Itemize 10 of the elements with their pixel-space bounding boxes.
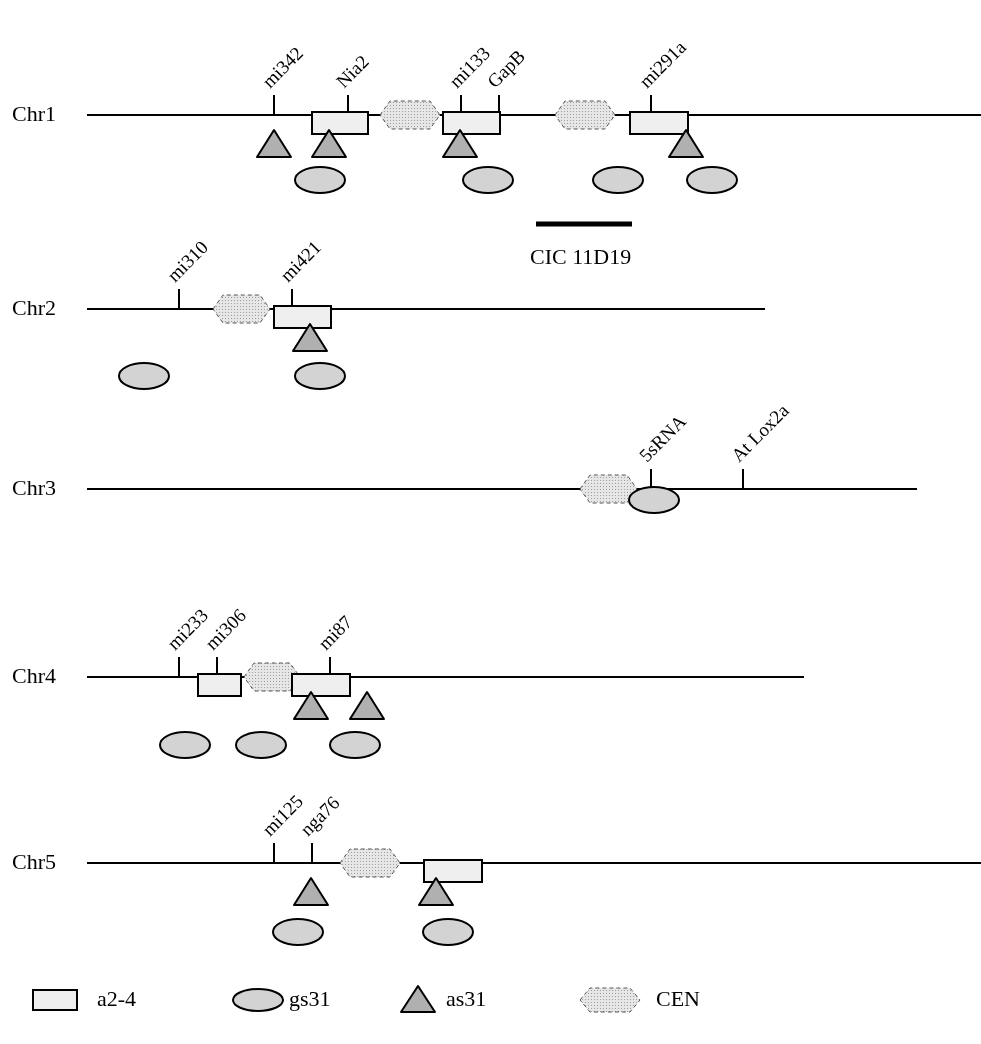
chromosome-label: Chr1 — [12, 103, 56, 125]
chromosome-label: Chr2 — [12, 297, 56, 319]
chromosome-label: Chr3 — [12, 477, 56, 499]
chromosome-label: Chr4 — [12, 665, 56, 687]
legend-text: CEN — [656, 988, 700, 1010]
legend-text: a2-4 — [97, 988, 137, 1010]
legend-text: gs31 — [289, 988, 331, 1010]
clone-label: CIC 11D19 — [530, 246, 632, 268]
legend-text: as31 — [446, 988, 487, 1010]
chromosome-label: Chr5 — [12, 851, 56, 873]
